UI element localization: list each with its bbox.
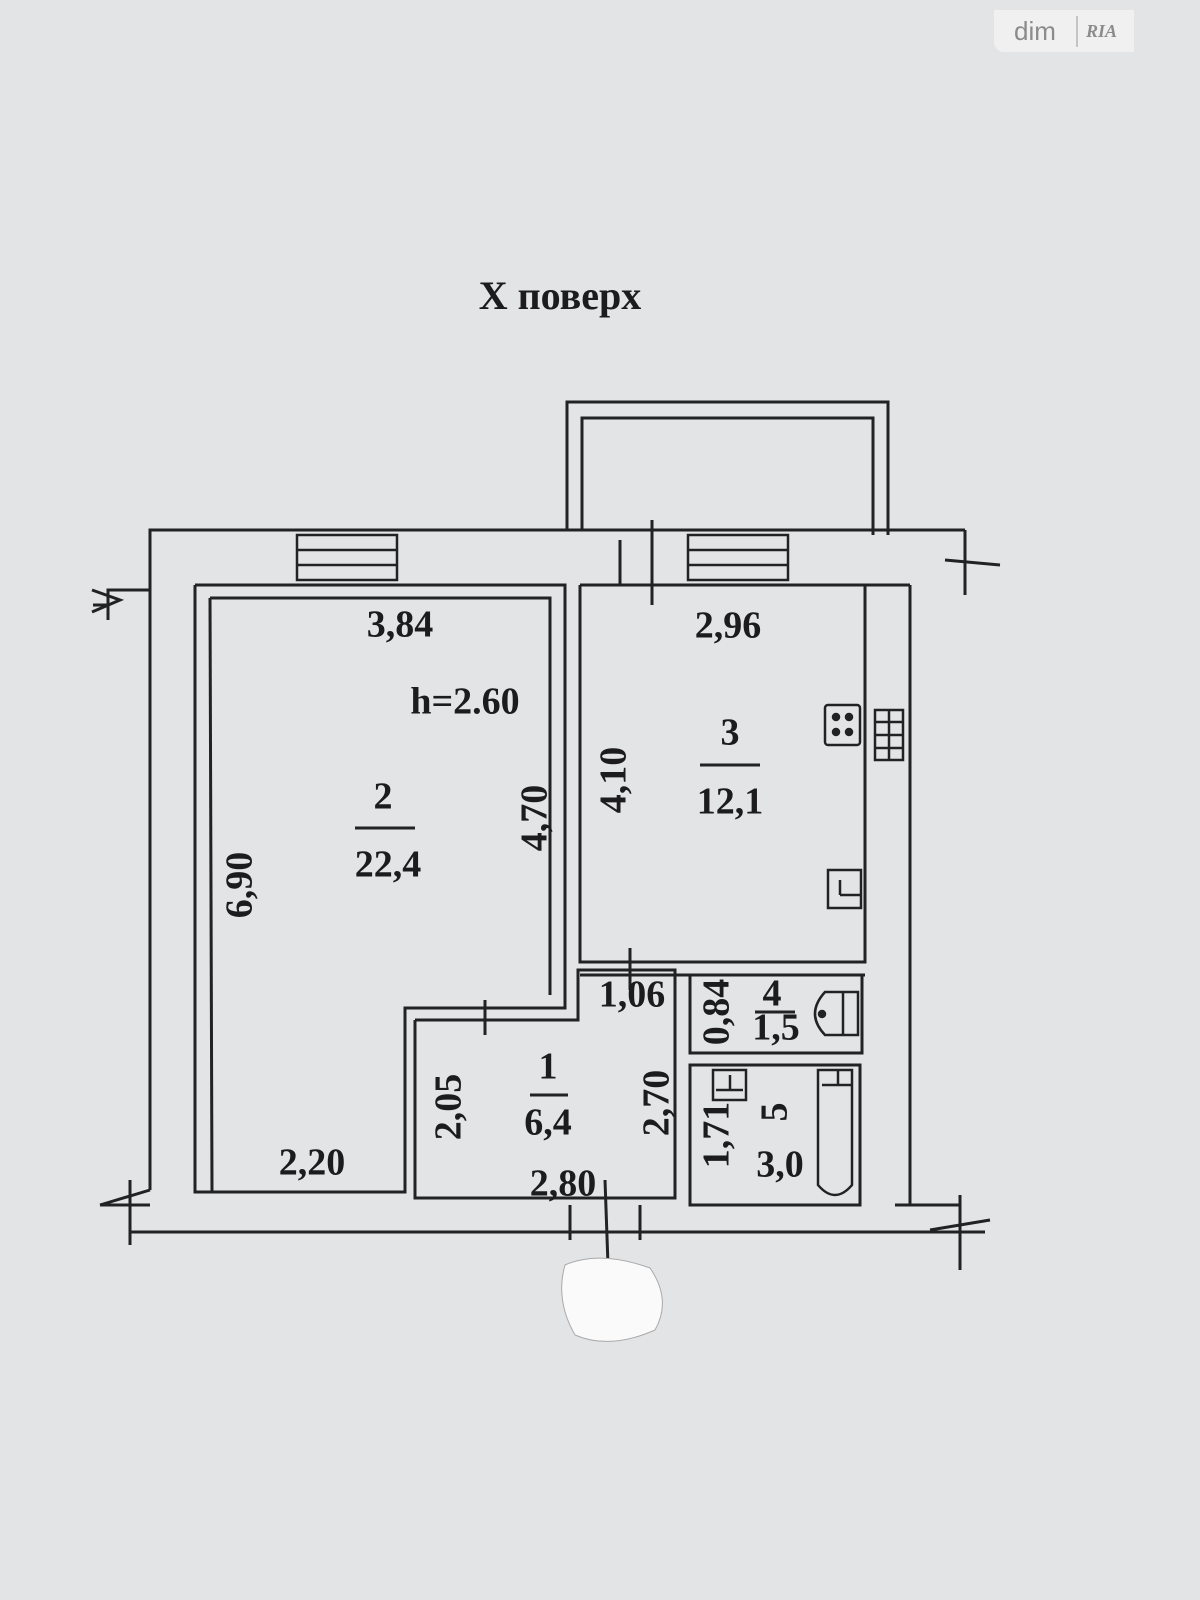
room-1-dim: 2,70 bbox=[636, 1070, 678, 1137]
room-1-number: 1 bbox=[539, 1046, 558, 1088]
washbasin-icon bbox=[711, 1068, 748, 1102]
room-2-dim: 3,84 bbox=[367, 604, 434, 646]
toilet-icon bbox=[813, 990, 860, 1037]
redaction-blur bbox=[561, 1257, 663, 1342]
room-3-area: 12,1 bbox=[697, 781, 764, 823]
room-2-dim: 4,70 bbox=[514, 785, 556, 852]
room-3-dim: 4,10 bbox=[593, 747, 635, 814]
walls bbox=[91, 400, 1001, 1270]
room-5-area: 3,0 bbox=[756, 1144, 804, 1186]
windows bbox=[295, 533, 790, 582]
room-1-dim: 1,06 bbox=[599, 974, 666, 1016]
room-3-dim: 2,96 bbox=[695, 605, 762, 647]
watermark-ria: RIA bbox=[1086, 20, 1118, 41]
room-2-area: 22,4 bbox=[355, 844, 422, 886]
room-4-area: 1,5 bbox=[752, 1007, 800, 1049]
room-2-dim: 6,90 bbox=[219, 852, 261, 919]
room-4-number: 4 bbox=[763, 973, 782, 1015]
bathtub-icon bbox=[816, 1068, 854, 1197]
room-2-dim: 2,20 bbox=[279, 1142, 346, 1184]
room-3-number: 3 bbox=[721, 712, 740, 754]
room-2-number: 2 bbox=[374, 776, 393, 818]
room-5-number: 5 bbox=[754, 1103, 796, 1122]
room-1-dim: 2,80 bbox=[530, 1163, 597, 1205]
room-4-dim: 0,84 bbox=[696, 979, 738, 1046]
watermark-dim: dim bbox=[994, 15, 1078, 47]
floor-title: X поверх bbox=[479, 273, 642, 318]
room-1-dim: 2,05 bbox=[428, 1074, 470, 1141]
room-1-area: 6,4 bbox=[524, 1102, 572, 1144]
fixtures bbox=[711, 703, 905, 1197]
stove-icon bbox=[823, 703, 862, 747]
room-5-dim: 1,71 bbox=[696, 1102, 738, 1169]
watermark-logo: dim RIA bbox=[994, 10, 1134, 52]
sink-icon bbox=[826, 868, 863, 910]
ceiling-height: h=2.60 bbox=[410, 681, 519, 723]
